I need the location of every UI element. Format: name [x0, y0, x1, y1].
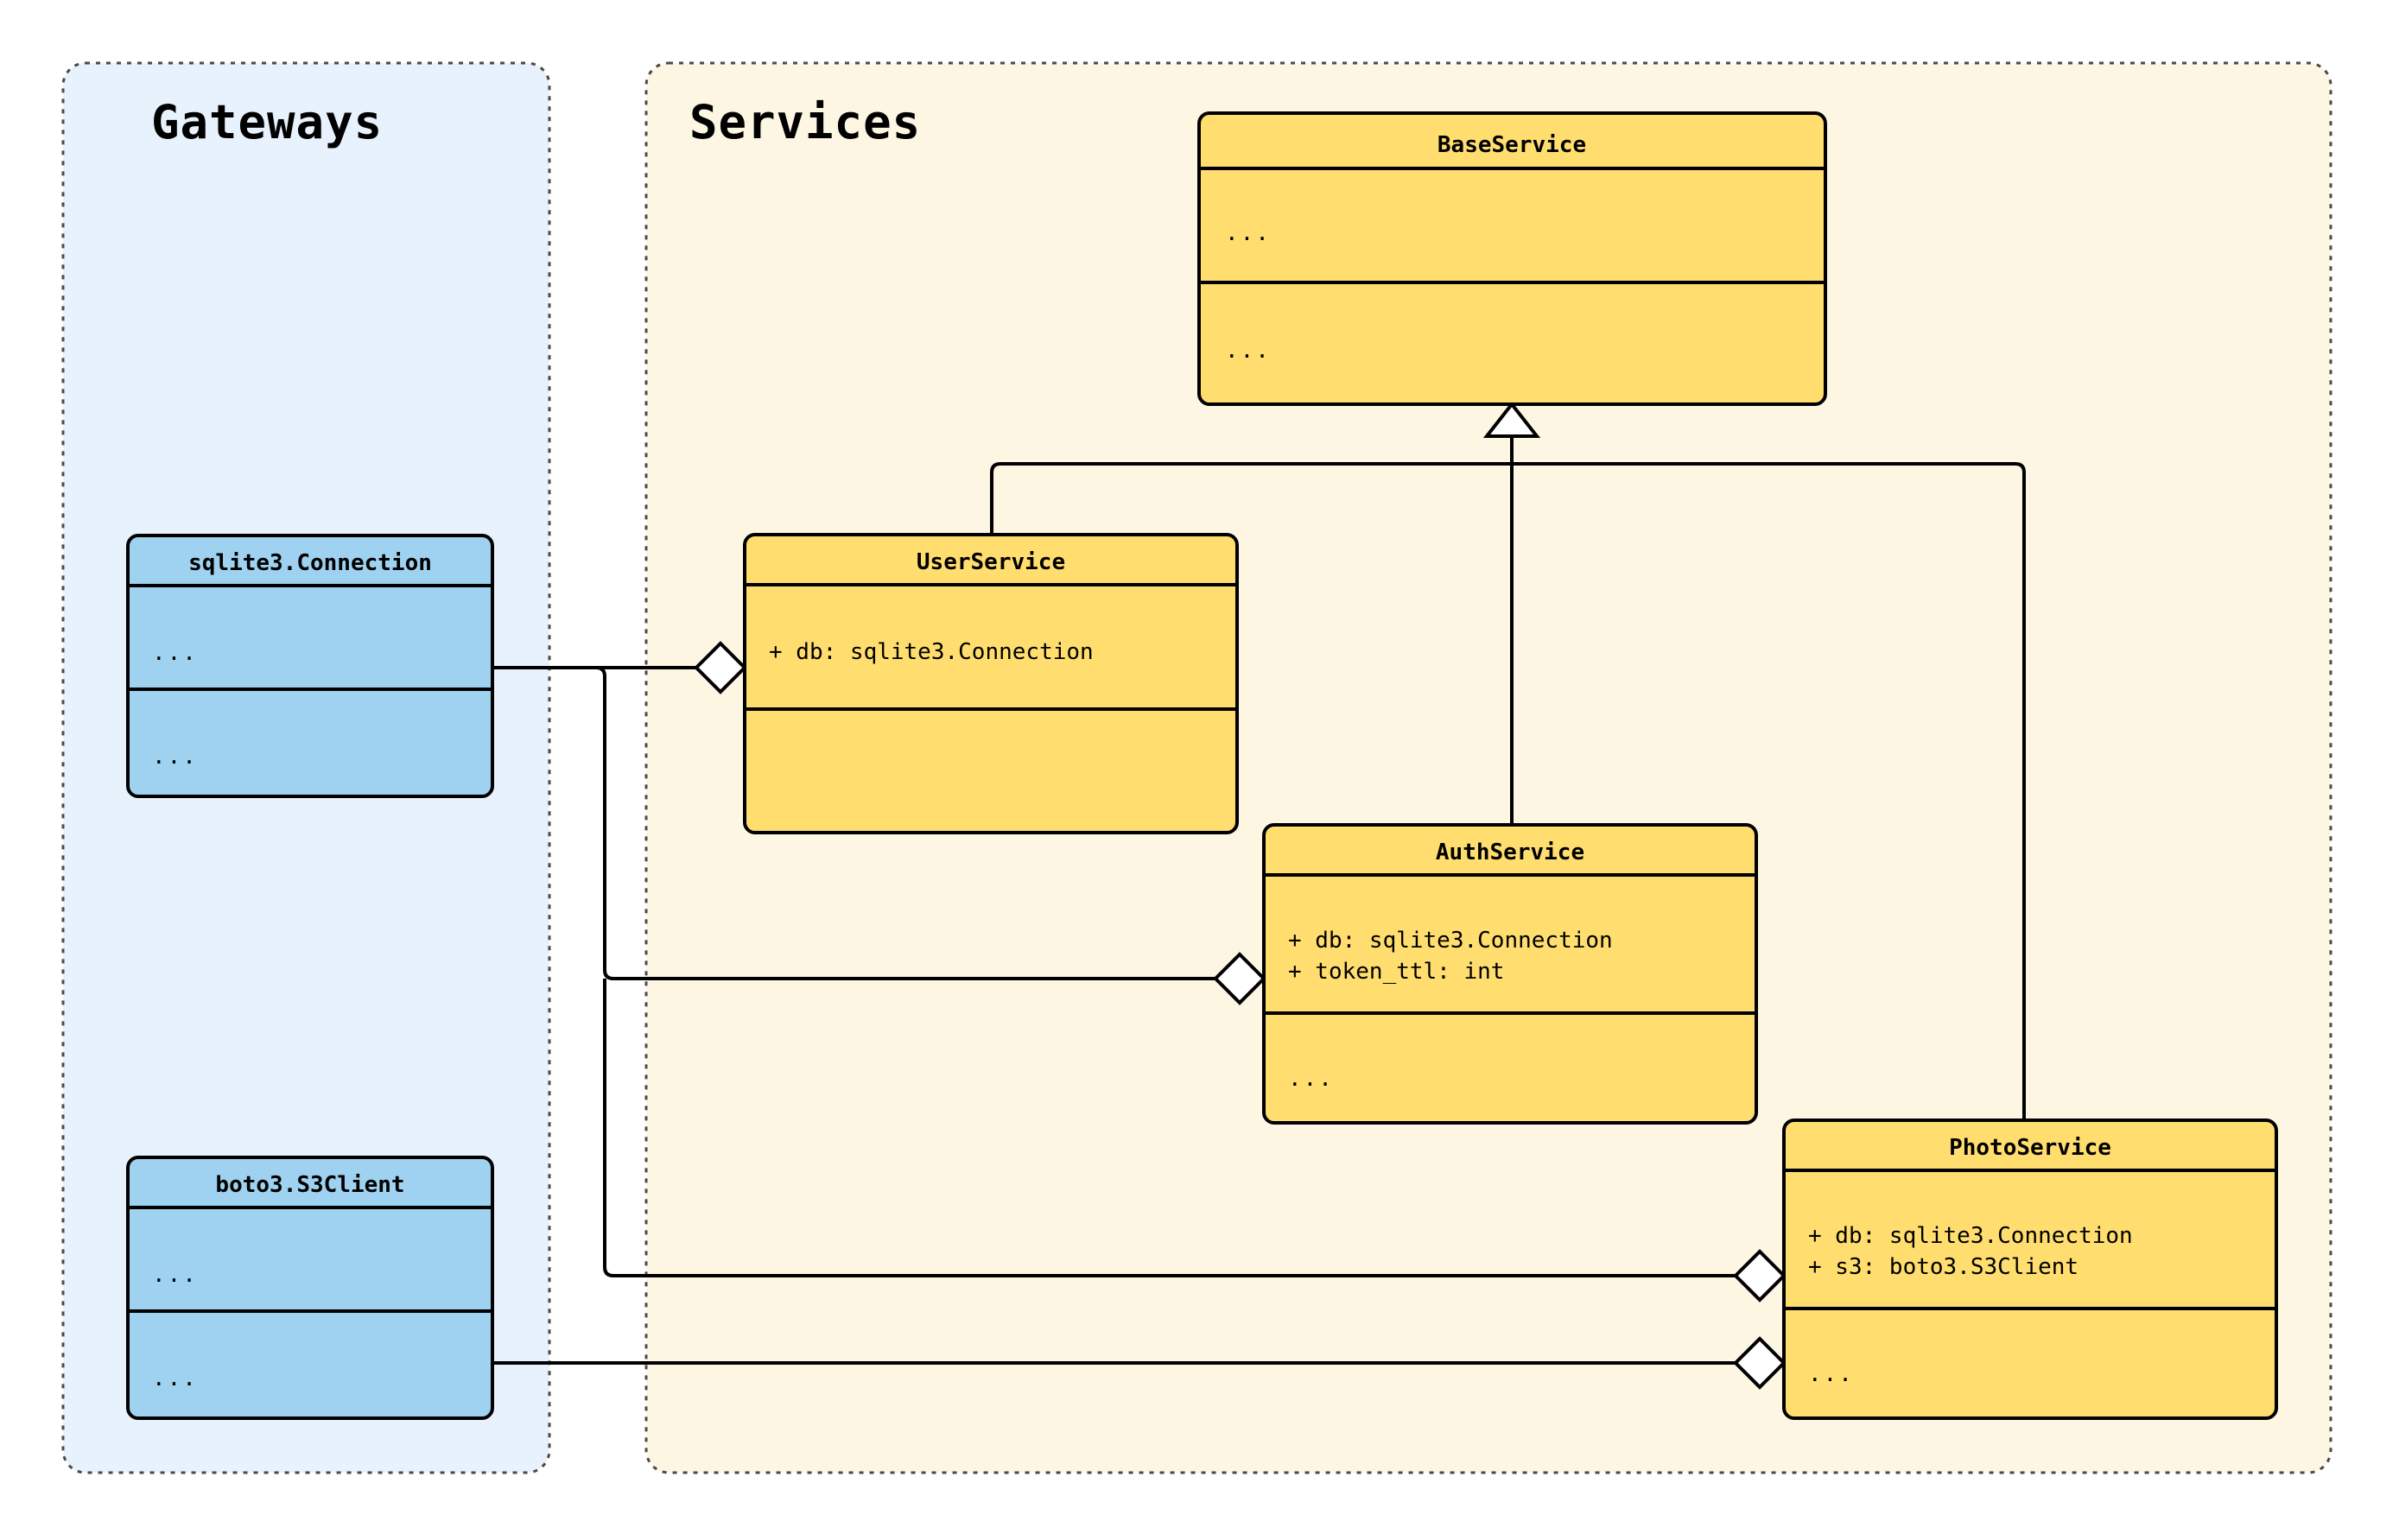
class-boto3-s3client-outline [126, 1156, 494, 1420]
edge-photoservice-inherits-baseservice [1512, 462, 2026, 1120]
class-user-service-name: UserService [917, 549, 1065, 575]
edge-sqlite3connection-to-authservice [492, 666, 1228, 980]
class-boto3-s3client-method-0: ... [152, 1366, 198, 1391]
class-photo-service-name: PhotoService [1949, 1135, 2111, 1161]
class-user-service-outline [743, 533, 1239, 834]
class-auth-service-attribute-0: + db: sqlite3.Connection [1288, 928, 1613, 954]
aggregation-diamond-photoservice-s3-icon [1733, 1336, 1787, 1390]
aggregation-diamond-photoservice-db-icon [1733, 1249, 1787, 1302]
class-sqlite3-connection-outline [126, 534, 494, 798]
class-sqlite3-connection-name: sqlite3.Connection [188, 550, 432, 576]
class-box-base-service[interactable]: BaseService ... ... [1197, 111, 1827, 406]
group-services-title: Services [689, 95, 921, 149]
edge-sqlite3connection-to-photoservice [603, 979, 1748, 1277]
aggregation-diamond-authservice-icon [1213, 952, 1266, 1005]
class-box-photo-service[interactable]: PhotoService + db: sqlite3.Connection + … [1782, 1119, 2278, 1420]
class-box-sqlite3-connection[interactable]: sqlite3.Connection ... ... [126, 534, 494, 798]
class-boto3-s3client-attribute-0: ... [152, 1262, 198, 1288]
class-auth-service-attribute-1: + token_ttl: int [1288, 959, 1504, 985]
group-gateways-title: Gateways [151, 95, 383, 149]
class-photo-service-attribute-1: + s3: boto3.S3Client [1808, 1254, 2078, 1280]
class-auth-service-outline [1262, 823, 1758, 1125]
inheritance-triangle-marker-icon [1482, 401, 1541, 438]
class-user-service-attribute-0: + db: sqlite3.Connection [769, 639, 1094, 665]
class-base-service-method: ... [1225, 338, 1271, 364]
class-base-service-attribute: ... [1225, 220, 1271, 246]
edge-userservice-inherits-baseservice [990, 462, 1512, 535]
aggregation-diamond-userservice-icon [694, 641, 747, 694]
class-photo-service-outline [1782, 1119, 2278, 1420]
class-sqlite3-connection-attribute-0: ... [152, 640, 198, 666]
class-base-service-name: BaseService [1437, 132, 1586, 158]
class-auth-service-method-0: ... [1288, 1066, 1334, 1092]
class-photo-service-attribute-0: + db: sqlite3.Connection [1808, 1223, 2133, 1249]
class-boto3-s3client-name: boto3.S3Client [215, 1172, 404, 1198]
class-sqlite3-connection-method-0: ... [152, 744, 198, 770]
class-box-auth-service[interactable]: AuthService + db: sqlite3.Connection + t… [1262, 823, 1758, 1125]
class-auth-service-name: AuthService [1436, 840, 1584, 865]
class-box-user-service[interactable]: UserService + db: sqlite3.Connection [743, 533, 1239, 834]
class-photo-service-method-0: ... [1808, 1361, 1854, 1387]
class-box-boto3-s3client[interactable]: boto3.S3Client ... ... [126, 1156, 494, 1420]
class-base-service-outline [1197, 111, 1827, 406]
